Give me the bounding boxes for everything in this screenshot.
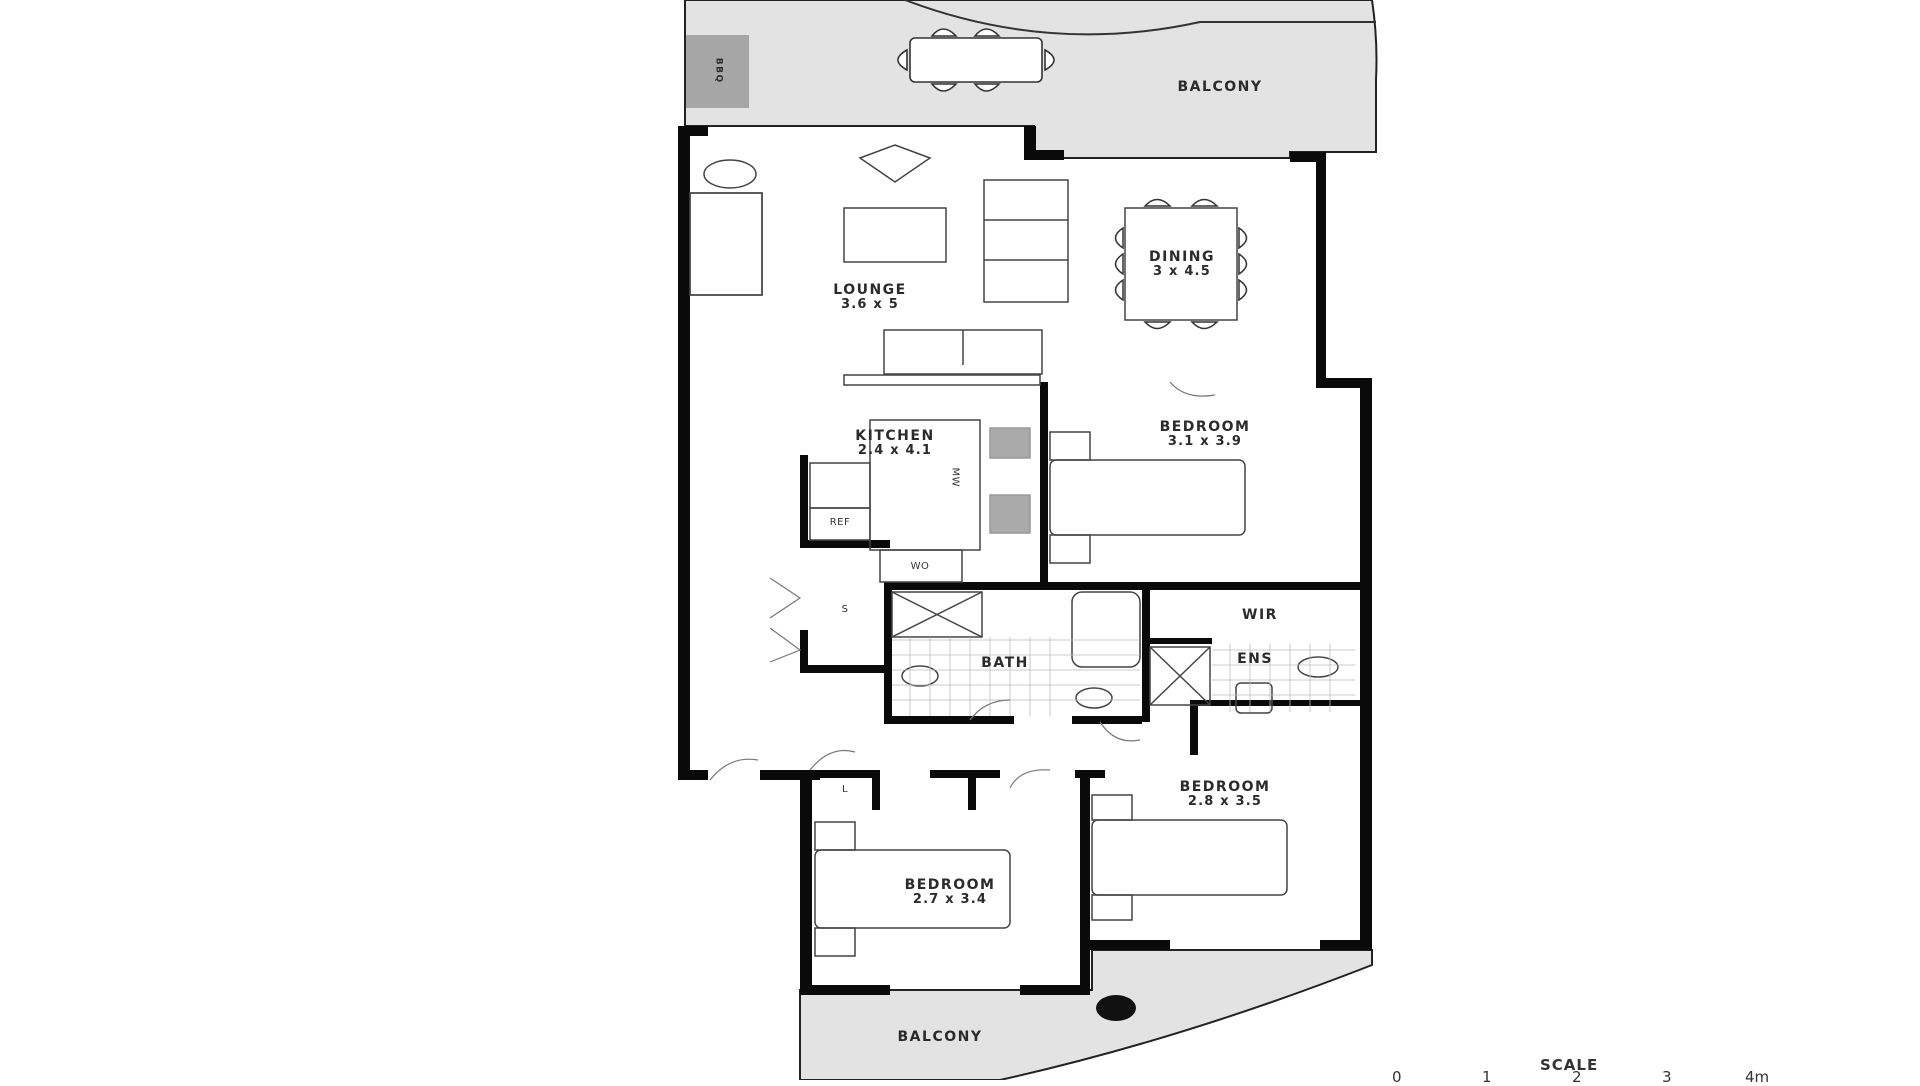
door-swings (709, 381, 1216, 789)
mw-label: MW (949, 467, 961, 487)
dining-chairs (1114, 198, 1248, 330)
balcony-top-area (684, 0, 1378, 159)
ref-label: REF (829, 517, 851, 528)
balcony-top-label: BALCONY (1177, 79, 1263, 95)
scale-title: SCALE (1540, 1056, 1599, 1074)
bbq-block (686, 35, 749, 108)
walls (678, 126, 1372, 995)
scale-tick: 4m (1745, 1068, 1770, 1086)
ens-label: ENS (1237, 651, 1273, 667)
scale-tick: 1 (1482, 1068, 1492, 1086)
outdoor-dining-set (897, 28, 1055, 92)
scale-bar: SCALE 0 1 2 3 4m (1370, 1056, 1830, 1086)
furniture (689, 144, 1339, 957)
wo-label: WO (910, 561, 930, 572)
bbq-label: BBQ (713, 57, 724, 84)
scale-tick: 3 (1662, 1068, 1672, 1086)
storage-label: S (841, 604, 849, 615)
wir-label: WIR (1242, 607, 1278, 623)
column-icon (1096, 995, 1136, 1021)
bath-label: BATH (981, 655, 1029, 671)
tile-grid (892, 637, 1355, 716)
balcony-bottom-label: BALCONY (897, 1029, 983, 1045)
scale-tick: 0 (1392, 1068, 1402, 1086)
balcony-bottom-area (799, 949, 1373, 1080)
linen-label: L (841, 784, 849, 795)
scale-tick: 2 (1572, 1068, 1582, 1086)
